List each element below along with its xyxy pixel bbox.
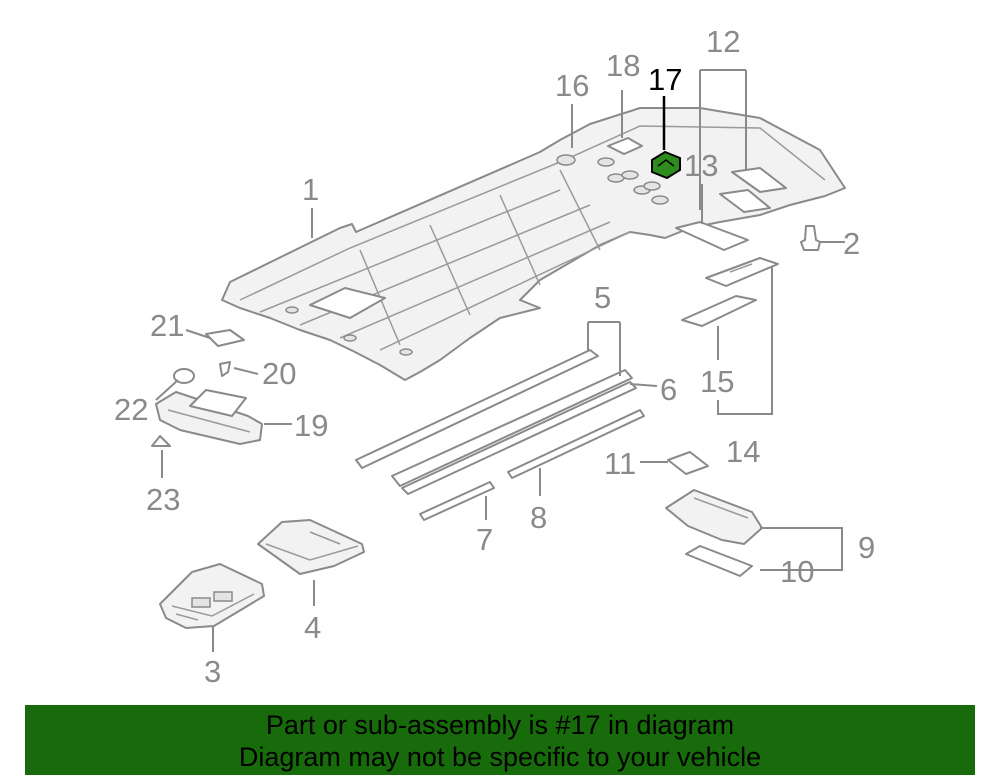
callout-7: 7: [476, 522, 493, 557]
trim-pad-part-15[interactable]: [681, 295, 757, 327]
callout-20: 20: [262, 356, 296, 391]
roof-rail-strip-part-6[interactable]: [391, 369, 637, 495]
callout-3: 3: [204, 654, 221, 689]
part-17-highlighted[interactable]: [651, 150, 681, 180]
visor-clip-part-22[interactable]: [173, 368, 195, 384]
overhead-console-part-3[interactable]: [159, 563, 265, 629]
screw-part-20[interactable]: [219, 361, 231, 377]
screw-part-2[interactable]: [800, 225, 821, 251]
callout-5: 5: [594, 280, 611, 315]
callout-16: 16: [555, 68, 589, 103]
bracket-part-21[interactable]: [205, 329, 245, 347]
callout-14: 14: [726, 434, 760, 469]
banner-line-2: Diagram may not be specific to your vehi…: [238, 742, 762, 772]
overhead-console-part-4[interactable]: [257, 519, 365, 575]
grab-handle-part-14[interactable]: [705, 257, 779, 287]
trim-strip-part-8[interactable]: [507, 409, 645, 479]
callout-21: 21: [150, 308, 184, 343]
callout-4: 4: [304, 610, 321, 645]
cap-part-23[interactable]: [151, 435, 171, 447]
callout-12: 12: [706, 24, 740, 59]
console-part-9[interactable]: [665, 489, 763, 545]
lamp-lens-part-11[interactable]: [667, 451, 709, 475]
banner-line-1: Part or sub-assembly is #17 in diagram: [265, 710, 735, 740]
callout-10: 10: [780, 554, 814, 589]
lens-part-10[interactable]: [685, 545, 753, 577]
callout-11: 11: [604, 446, 636, 481]
callout-17-highlighted: 17: [648, 62, 682, 97]
callout-9: 9: [858, 530, 875, 565]
callout-13: 13: [684, 148, 718, 183]
headliner-part[interactable]: [221, 107, 846, 381]
callout-1: 1: [302, 172, 319, 207]
trim-strip-part-7[interactable]: [419, 481, 495, 521]
callout-23: 23: [146, 482, 180, 517]
callout-numbers: 1 2 3 4 5 6 7 8 9 10 11 12 13 14 15 16 1…: [114, 24, 875, 689]
callout-18: 18: [606, 48, 640, 83]
leader-lines: [155, 69, 845, 652]
sunvisor-part-19[interactable]: [155, 389, 263, 445]
info-banner: Part or sub-assembly is #17 in diagram D…: [25, 705, 975, 775]
callout-2: 2: [843, 226, 860, 261]
callout-19: 19: [294, 408, 328, 443]
callout-22: 22: [114, 392, 148, 427]
roof-rail-strip-part-5[interactable]: [355, 349, 599, 469]
callout-15: 15: [700, 364, 734, 399]
callout-6: 6: [660, 372, 677, 407]
callout-8: 8: [530, 500, 547, 535]
